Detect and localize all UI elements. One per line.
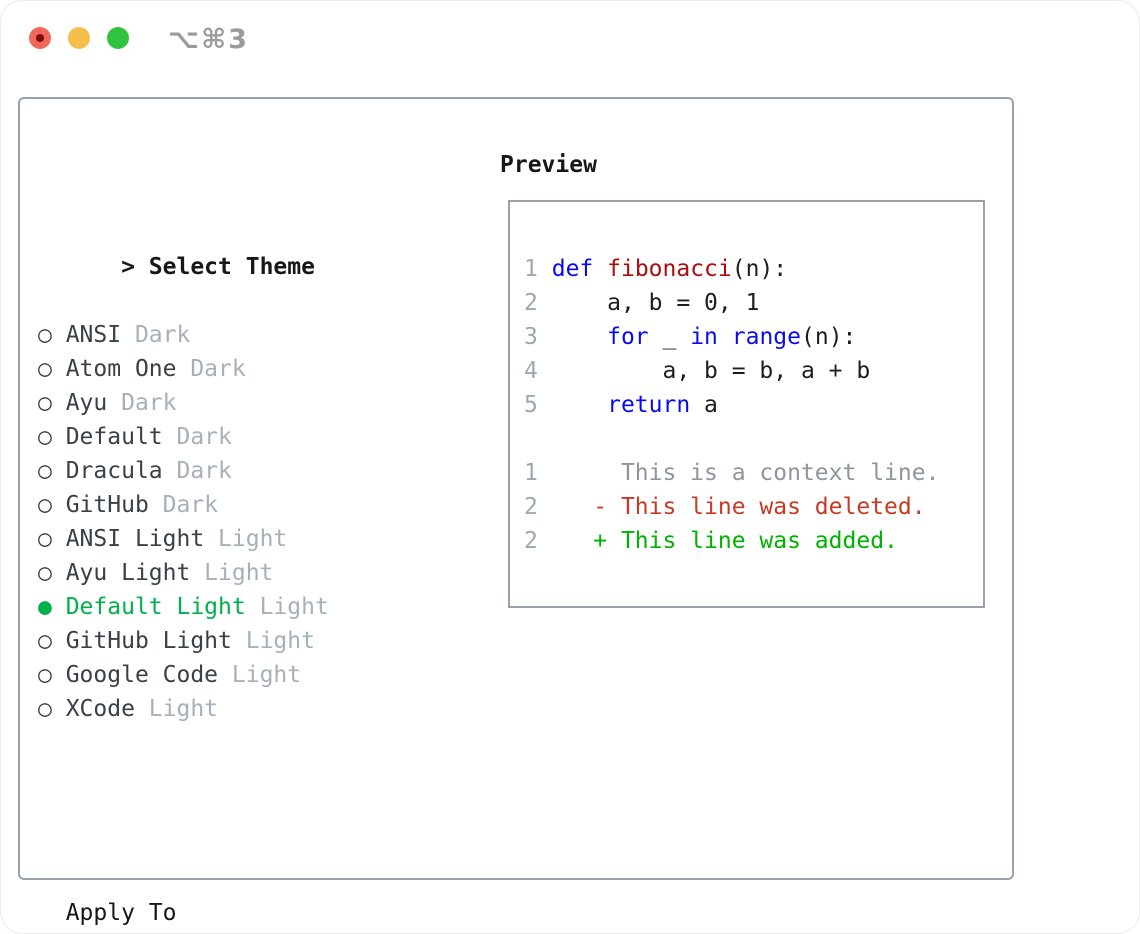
theme-option-label: Default Light — [65, 594, 246, 620]
select-theme-title: Select Theme — [148, 254, 315, 280]
radio-icon: ○ — [38, 526, 52, 552]
code-token-code: a, b = b, a + b — [537, 358, 871, 384]
code-token-code: (n): — [801, 324, 857, 350]
line-number: 2 — [524, 494, 538, 520]
theme-option-label: Ayu — [65, 390, 108, 416]
line-number: 1 — [524, 460, 538, 486]
theme-option-label: GitHub — [65, 492, 149, 518]
theme-variant-label: Dark — [176, 458, 232, 484]
code-line: 2 - This line was deleted. — [524, 490, 983, 524]
code-token-code: a, b = 0, 1 — [537, 290, 760, 316]
radio-icon: ○ — [38, 696, 52, 722]
theme-option-label: ANSI — [65, 322, 122, 348]
theme-variant-label: Dark — [134, 322, 191, 348]
theme-option-github-dark[interactable]: ○ GitHub Dark — [38, 488, 426, 522]
theme-option-ayu-light-light[interactable]: ○ Ayu Light Light — [38, 556, 426, 590]
theme-option-label: ANSI Light — [65, 526, 205, 552]
theme-option-default-dark[interactable]: ○ Default Dark — [38, 420, 426, 454]
code-token-add: + This line was added. — [537, 528, 898, 554]
preview-heading: Preview — [500, 152, 597, 178]
radio-icon: ○ — [38, 628, 52, 654]
code-token-kw: in — [690, 324, 718, 350]
theme-variant-label: Light — [259, 594, 329, 620]
line-number: 3 — [524, 324, 538, 350]
line-number: 2 — [524, 528, 538, 554]
code-token-code: a — [690, 392, 718, 418]
code-token-kw: range — [731, 324, 802, 350]
code-token-code — [593, 256, 607, 282]
theme-variant-label: Light — [245, 628, 315, 654]
code-token-kw: return — [607, 392, 691, 418]
prompt-icon: > — [121, 254, 135, 280]
code-token-code — [538, 324, 607, 350]
theme-option-ansi-light-light[interactable]: ○ ANSI Light Light — [38, 522, 426, 556]
theme-variant-label: Dark — [162, 492, 219, 518]
code-token-del: - This line was deleted. — [537, 494, 926, 520]
code-token-code — [718, 324, 732, 350]
theme-option-default-light-light[interactable]: ● Default Light Light — [38, 590, 426, 624]
code-token-kw: def — [551, 256, 594, 282]
theme-variant-label: Dark — [121, 390, 177, 416]
line-number: 5 — [524, 392, 538, 418]
theme-option-label: Dracula — [65, 458, 163, 484]
theme-option-xcode-light[interactable]: ○ XCode Light — [38, 692, 426, 726]
theme-variant-label: Dark — [176, 424, 232, 450]
code-line: 1 This is a context line. — [524, 456, 983, 490]
code-token-fn: fibonacci — [607, 256, 732, 282]
radio-icon: ○ — [38, 322, 52, 348]
spacer — [38, 794, 426, 828]
code-token-code: (n): — [731, 256, 788, 282]
theme-variant-label: Light — [231, 662, 302, 688]
code-token-ctx: This is a context line. — [537, 460, 940, 486]
theme-variant-label: Light — [148, 696, 219, 722]
code-line-blank — [524, 422, 983, 456]
radio-icon: ○ — [38, 458, 52, 484]
theme-option-github-light-light[interactable]: ○ GitHub Light Light — [38, 624, 426, 658]
code-token-kw: for — [607, 324, 649, 350]
apply-to-heading: Apply To — [65, 900, 177, 926]
theme-option-label: Ayu Light — [65, 560, 191, 586]
select-theme-heading: > Select Theme — [38, 216, 426, 280]
theme-variant-label: Light — [204, 560, 274, 586]
line-number: 4 — [524, 358, 538, 384]
theme-option-label: Default — [65, 424, 163, 450]
radio-icon: ○ — [38, 356, 52, 382]
theme-option-ayu-dark[interactable]: ○ Ayu Dark — [38, 386, 426, 420]
radio-icon: ○ — [38, 662, 52, 688]
radio-icon: ○ — [38, 492, 52, 518]
code-line: 2 + This line was added. — [524, 524, 983, 558]
radio-icon: ○ — [38, 560, 52, 586]
line-number: 1 — [524, 256, 538, 282]
code-token-code — [538, 256, 552, 282]
theme-variant-label: Dark — [190, 356, 246, 382]
theme-option-google-code-light[interactable]: ○ Google Code Light — [38, 658, 426, 692]
radio-icon: ○ — [38, 424, 52, 450]
theme-option-atom-one-dark[interactable]: ○ Atom One Dark — [38, 352, 426, 386]
code-line: 2 a, b = 0, 1 — [524, 286, 983, 320]
radio-selected-icon: ● — [38, 594, 52, 620]
minimize-button[interactable] — [68, 27, 90, 49]
theme-option-ansi-dark[interactable]: ○ ANSI Dark — [38, 318, 426, 352]
code-line: 4 a, b = b, a + b — [524, 354, 983, 388]
line-number: 2 — [524, 290, 538, 316]
close-button[interactable] — [29, 27, 51, 49]
window-shortcut-label: ⌥⌘3 — [168, 24, 249, 55]
theme-option-label: GitHub Light — [65, 628, 232, 654]
theme-option-label: XCode — [65, 696, 135, 722]
theme-option-dracula-dark[interactable]: ○ Dracula Dark — [38, 454, 426, 488]
radio-icon: ○ — [38, 390, 52, 416]
theme-option-label: Google Code — [65, 662, 219, 688]
code-line: 3 for _ in range(n): — [524, 320, 983, 354]
code-line: 1 def fibonacci(n): — [524, 252, 983, 286]
code-token-code: _ — [648, 324, 691, 350]
code-token-code — [538, 392, 607, 418]
code-line: 5 return a — [524, 388, 983, 422]
theme-option-label: Atom One — [65, 356, 177, 382]
zoom-button[interactable] — [107, 27, 129, 49]
theme-variant-label: Light — [218, 526, 288, 552]
